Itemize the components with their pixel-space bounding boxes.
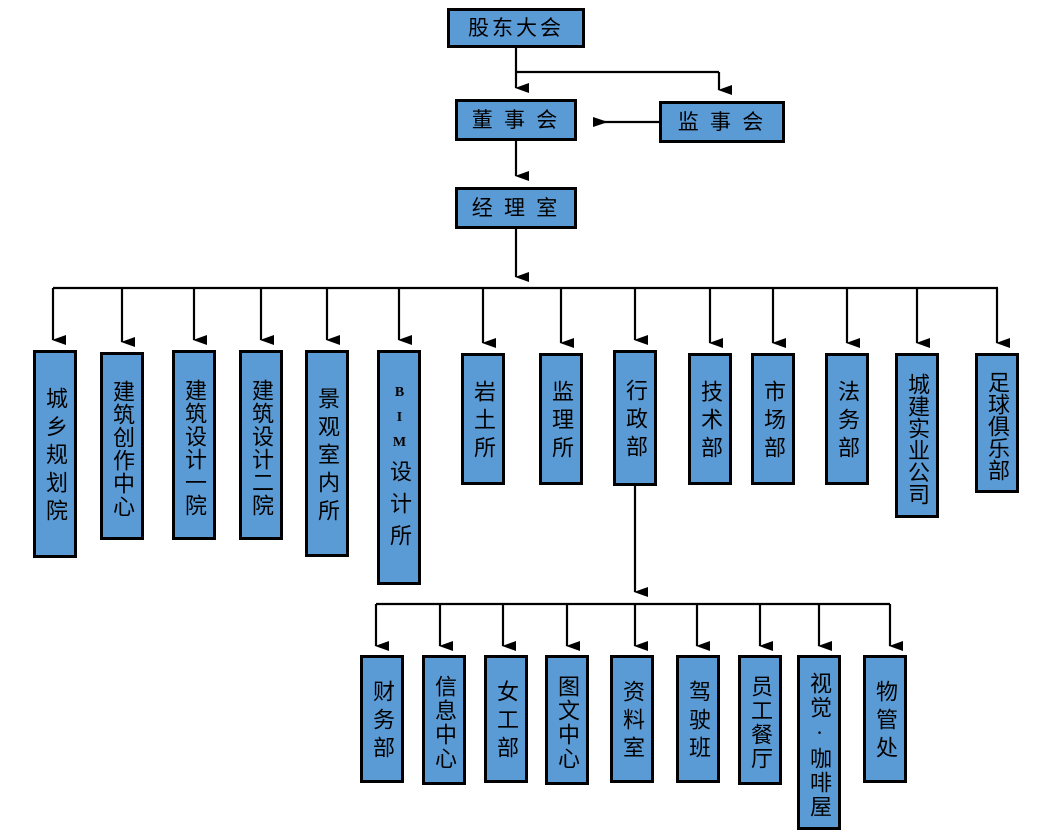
- node-architecture-design-2-label: 建筑设计二院: [249, 379, 274, 517]
- node-legal-dept-label: 法务部: [835, 380, 860, 464]
- node-board-of-supervisors-label: 监 事 会: [677, 109, 767, 134]
- node-staff-canteen-label: 员工餐厅: [748, 675, 773, 771]
- node-archives-room-label: 资料室: [620, 680, 645, 764]
- node-visual-cafe-label: 视觉·咖啡屋: [807, 672, 832, 819]
- node-women-workers-dept[interactable]: 女工部: [484, 655, 528, 783]
- node-market-dept[interactable]: 市场部: [751, 353, 795, 485]
- node-urban-construction-company[interactable]: 城建实业公司: [895, 353, 939, 518]
- node-staff-canteen[interactable]: 员工餐厅: [738, 655, 782, 785]
- node-board-of-supervisors[interactable]: 监 事 会: [659, 101, 785, 143]
- node-graphic-text-center-label: 图文中心: [555, 675, 580, 771]
- node-graphic-text-center[interactable]: 图文中心: [545, 655, 589, 785]
- node-archives-room[interactable]: 资料室: [610, 655, 654, 783]
- node-market-dept-label: 市场部: [761, 380, 786, 464]
- node-property-management-label: 物管处: [873, 680, 898, 764]
- node-legal-dept[interactable]: 法务部: [825, 353, 869, 485]
- node-football-club[interactable]: 足球俱乐部: [975, 353, 1019, 493]
- node-architecture-creation-center[interactable]: 建筑创作中心: [100, 352, 144, 540]
- node-architecture-design-1-label: 建筑设计一院: [182, 379, 207, 517]
- node-architecture-design-2[interactable]: 建筑设计二院: [239, 350, 283, 540]
- node-managers-office[interactable]: 经 理 室: [455, 187, 577, 229]
- node-board-of-directors-label: 董 事 会: [471, 107, 561, 132]
- node-managers-office-label: 经 理 室: [471, 195, 561, 220]
- node-football-club-label: 足球俱乐部: [985, 371, 1010, 481]
- node-technology-dept-label: 技术部: [698, 380, 723, 464]
- node-technology-dept[interactable]: 技术部: [688, 353, 732, 485]
- node-bim-chinese: 设计所: [387, 460, 412, 556]
- node-finance-dept-label: 财务部: [370, 680, 395, 764]
- node-information-center[interactable]: 信息中心: [422, 655, 466, 785]
- node-supervision-institute[interactable]: 监理所: [539, 353, 583, 485]
- node-driving-team-label: 驾驶班: [686, 680, 711, 764]
- node-finance-dept[interactable]: 财务部: [360, 655, 404, 783]
- node-urban-rural-planning[interactable]: 城乡规划院: [33, 350, 77, 558]
- node-women-workers-dept-label: 女工部: [494, 680, 519, 764]
- node-geotechnical-institute-label: 岩土所: [471, 380, 496, 464]
- node-shareholders[interactable]: 股东大会: [447, 8, 585, 48]
- node-bim-design-institute[interactable]: BIM设计所: [377, 350, 421, 585]
- node-bim-latin: BIM: [392, 385, 407, 460]
- node-architecture-creation-center-label: 建筑创作中心: [110, 380, 135, 518]
- node-administration-dept-label: 行政部: [623, 379, 648, 463]
- node-visual-cafe[interactable]: 视觉·咖啡屋: [797, 655, 841, 830]
- node-shareholders-label: 股东大会: [468, 15, 564, 40]
- node-landscape-interior-label: 景观室内所: [315, 386, 340, 527]
- node-landscape-interior[interactable]: 景观室内所: [305, 350, 349, 557]
- node-property-management[interactable]: 物管处: [863, 655, 907, 783]
- node-driving-team[interactable]: 驾驶班: [676, 655, 720, 783]
- node-architecture-design-1[interactable]: 建筑设计一院: [172, 350, 216, 540]
- node-bim-design-institute-label: BIM设计所: [387, 385, 412, 556]
- node-information-center-label: 信息中心: [432, 675, 457, 771]
- node-geotechnical-institute[interactable]: 岩土所: [461, 353, 505, 485]
- node-board-of-directors[interactable]: 董 事 会: [455, 99, 577, 141]
- node-urban-rural-planning-label: 城乡规划院: [43, 387, 68, 527]
- node-supervision-institute-label: 监理所: [549, 380, 574, 464]
- node-administration-dept[interactable]: 行政部: [613, 350, 657, 486]
- node-urban-construction-company-label: 城建实业公司: [905, 372, 930, 505]
